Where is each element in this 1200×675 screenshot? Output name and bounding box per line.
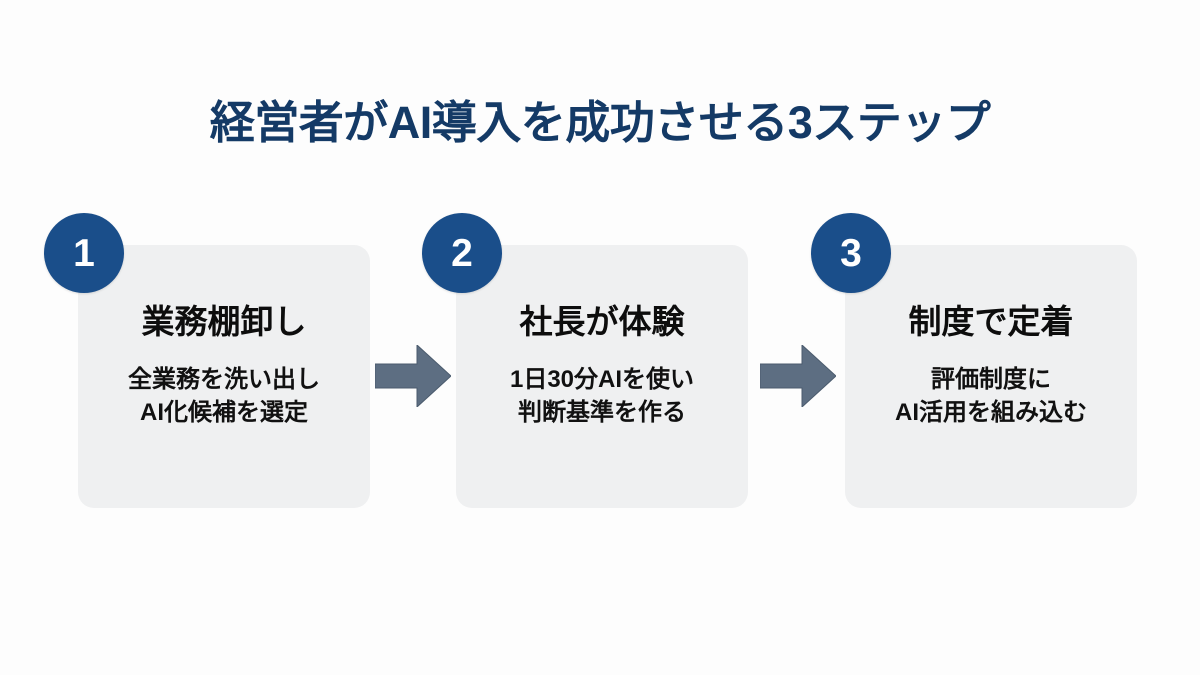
step-heading-2: 社長が体験 — [519, 303, 685, 340]
step-description-line-1: 評価制度に — [931, 365, 1051, 393]
arrow-right-icon-2 — [760, 345, 836, 407]
step-number-badge-2: 2 — [422, 213, 502, 293]
step-description-1: 全業務を洗い出し AI化候補を選定 — [128, 363, 320, 429]
step-number-badge-1: 1 — [44, 213, 124, 293]
step-description-line-2: AI活用を組み込む — [895, 399, 1087, 427]
step-heading-3: 制度で定着 — [908, 303, 1074, 340]
step-card-3[interactable]: 制度で定着 評価制度に AI活用を組み込む — [845, 245, 1137, 508]
step-description-3: 評価制度に AI活用を組み込む — [895, 363, 1087, 429]
step-description-line-1: 1日30分AIを使い — [509, 365, 695, 393]
page-title: 経営者がAI導入を成功させる3ステップ — [209, 97, 991, 149]
step-item-2[interactable]: 社長が体験 1日30分AIを使い 判断基準を作る 2 — [422, 213, 748, 508]
step-description-line-2: 判断基準を作る — [517, 399, 686, 427]
step-item-3[interactable]: 制度で定着 評価制度に AI活用を組み込む 3 — [811, 213, 1137, 508]
step-description-line-2: AI化候補を選定 — [140, 399, 308, 427]
step-item-1[interactable]: 業務棚卸し 全業務を洗い出し AI化候補を選定 1 — [44, 213, 370, 508]
step-description-2: 1日30分AIを使い 判断基準を作る — [510, 363, 694, 429]
step-heading-1: 業務棚卸し — [141, 303, 307, 340]
arrow-right-icon-1 — [375, 345, 451, 407]
step-number-badge-3: 3 — [811, 213, 891, 293]
steps-row: 業務棚卸し 全業務を洗い出し AI化候補を選定 1 社長が体験 1日30分AIを… — [0, 213, 1200, 513]
step-card-2[interactable]: 社長が体験 1日30分AIを使い 判断基準を作る — [456, 245, 748, 508]
step-description-line-1: 全業務を洗い出し — [128, 365, 320, 393]
step-card-1[interactable]: 業務棚卸し 全業務を洗い出し AI化候補を選定 — [78, 245, 370, 508]
